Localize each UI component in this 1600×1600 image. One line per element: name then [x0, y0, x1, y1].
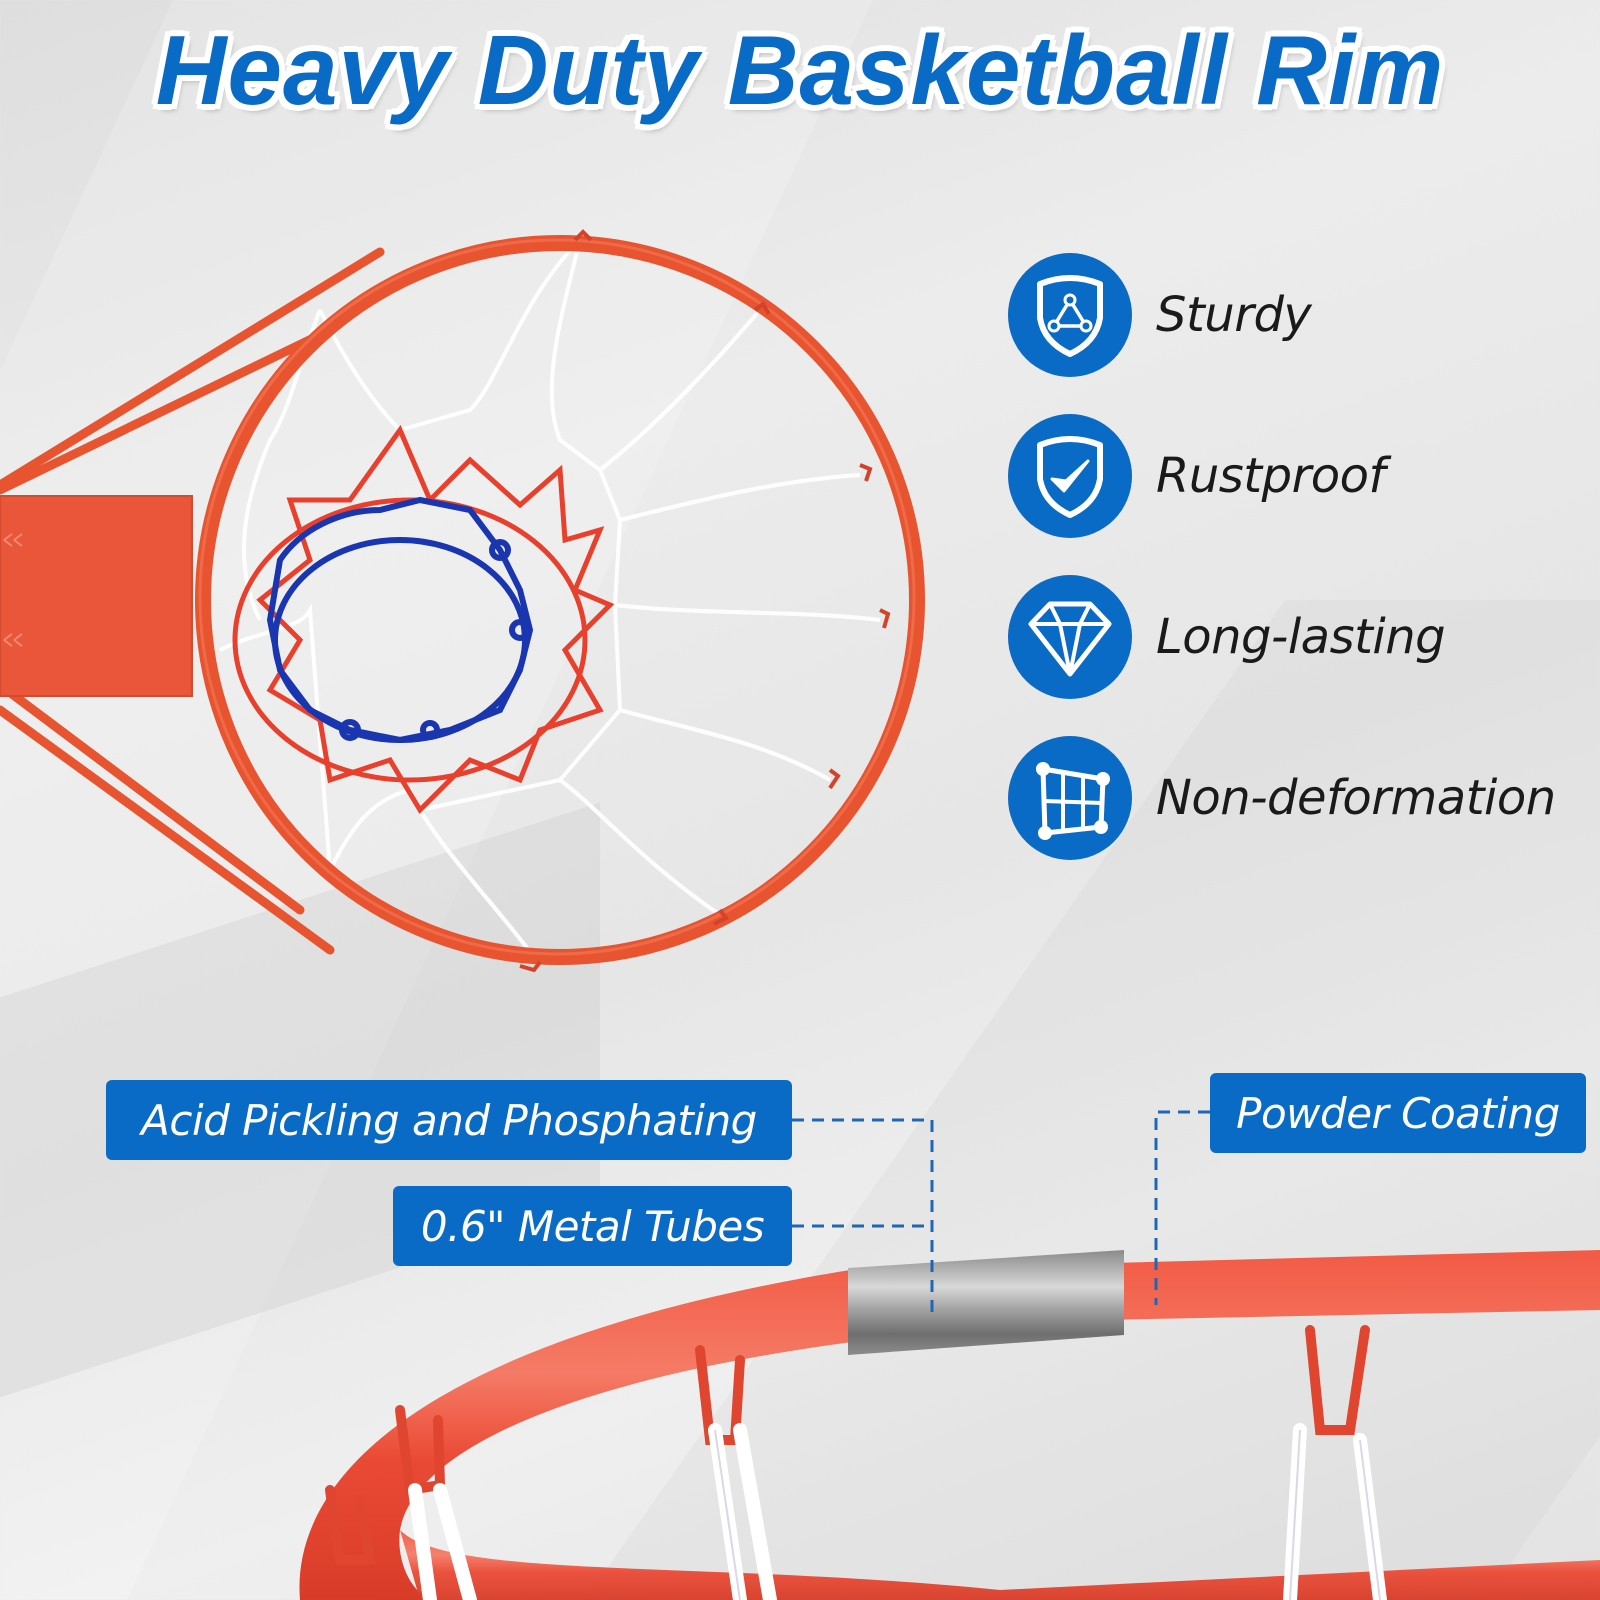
- feature-label: Long-lasting: [1156, 609, 1446, 665]
- shield-check-icon: [1008, 414, 1132, 538]
- metal-sleeve: [848, 1250, 1124, 1355]
- callout-metal-tubes: 0.6" Metal Tubes: [393, 1186, 792, 1266]
- callout-powder-coating: Powder Coating: [1210, 1073, 1586, 1153]
- callout-acid-pickling: Acid Pickling and Phosphating: [106, 1080, 792, 1160]
- feature-item-non-deformation: Non-deformation: [1008, 736, 1556, 860]
- feature-item-long-lasting: Long-lasting: [1008, 575, 1446, 699]
- feature-item-rustproof: Rustproof: [1008, 414, 1385, 538]
- page-title: Heavy Duty Basketball Rim: [155, 15, 1445, 125]
- feature-label: Sturdy: [1156, 287, 1312, 343]
- diamond-icon: [1008, 575, 1132, 699]
- feature-label: Rustproof: [1156, 448, 1385, 504]
- shield-triangle-icon: [1008, 253, 1132, 377]
- rim-tube: [299, 1250, 1600, 1600]
- rim-ring: [195, 235, 925, 965]
- feature-item-sturdy: Sturdy: [1008, 253, 1312, 377]
- rim-top-view-image: [0, 229, 925, 973]
- mount-bracket: [0, 496, 192, 696]
- rim-closeup-image: [299, 1250, 1600, 1600]
- feature-label: Non-deformation: [1156, 770, 1556, 826]
- grid-frame-icon: [1008, 736, 1132, 860]
